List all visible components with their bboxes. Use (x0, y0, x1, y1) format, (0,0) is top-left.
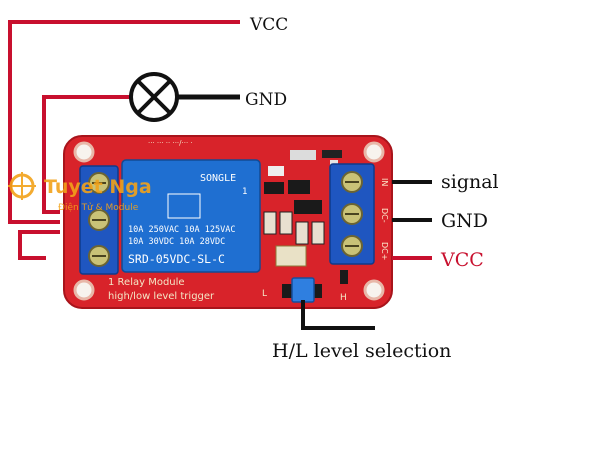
module-line-2: high/low level trigger (108, 291, 215, 302)
relay-rating-1: 10A 250VAC 10A 125VAC (128, 225, 235, 235)
left-wiring (8, 20, 240, 260)
mount-hole (363, 279, 385, 301)
pin-label-dcminus: DC- (380, 208, 389, 223)
label-signal: signal (441, 171, 499, 193)
module-line-1: 1 Relay Module (108, 277, 185, 288)
mount-hole (73, 279, 95, 301)
relay-brand: SONGLE (200, 173, 236, 184)
vcc-wire-red (8, 20, 240, 224)
lamp-symbol (129, 72, 179, 122)
vcc-wire-red-lower (18, 230, 60, 260)
pin-label-in: IN (380, 178, 389, 186)
label-vcc-right: VCC (440, 249, 484, 271)
relay-board: ··· ··· ·· ···/··· · SONGLE 1 10A 250VAC… (63, 135, 393, 309)
tuyet-nga-logo: Tuyet Nga Điện Tử & Module (8, 172, 152, 213)
relay-component: SONGLE 1 10A 250VAC 10A 125VAC 10A 30VDC… (121, 159, 261, 273)
right-wiring (301, 180, 432, 330)
label-gnd-top: GND (245, 90, 287, 110)
label-gnd-right: GND (441, 210, 488, 232)
relay-digit: 1 (242, 187, 247, 197)
level-jumper: L H (262, 277, 347, 303)
selection-wire (301, 300, 375, 330)
mount-hole (73, 141, 95, 163)
mount-hole (363, 141, 385, 163)
logo-title: Tuyet Nga (44, 176, 152, 198)
pin-label-dcplus: DC+ (380, 242, 389, 260)
lamp-wire-red (42, 95, 130, 214)
left-terminal-block (79, 165, 119, 275)
label-hl-selection: H/L level selection (272, 340, 451, 362)
label-vcc-top: VCC (249, 15, 288, 35)
right-terminal-block (329, 163, 375, 265)
jumper-label-h: H (340, 293, 347, 303)
relay-model: SRD-05VDC-SL-C (128, 252, 225, 266)
logo-subtitle: Điện Tử & Module (58, 202, 139, 213)
relay-rating-2: 10A 30VDC 10A 28VDC (128, 237, 225, 247)
jumper-label-l: L (262, 289, 267, 299)
svg-text:··· ··· ·· ···/··· ·: ··· ··· ·· ···/··· · (148, 139, 193, 147)
smd-components (263, 150, 348, 284)
